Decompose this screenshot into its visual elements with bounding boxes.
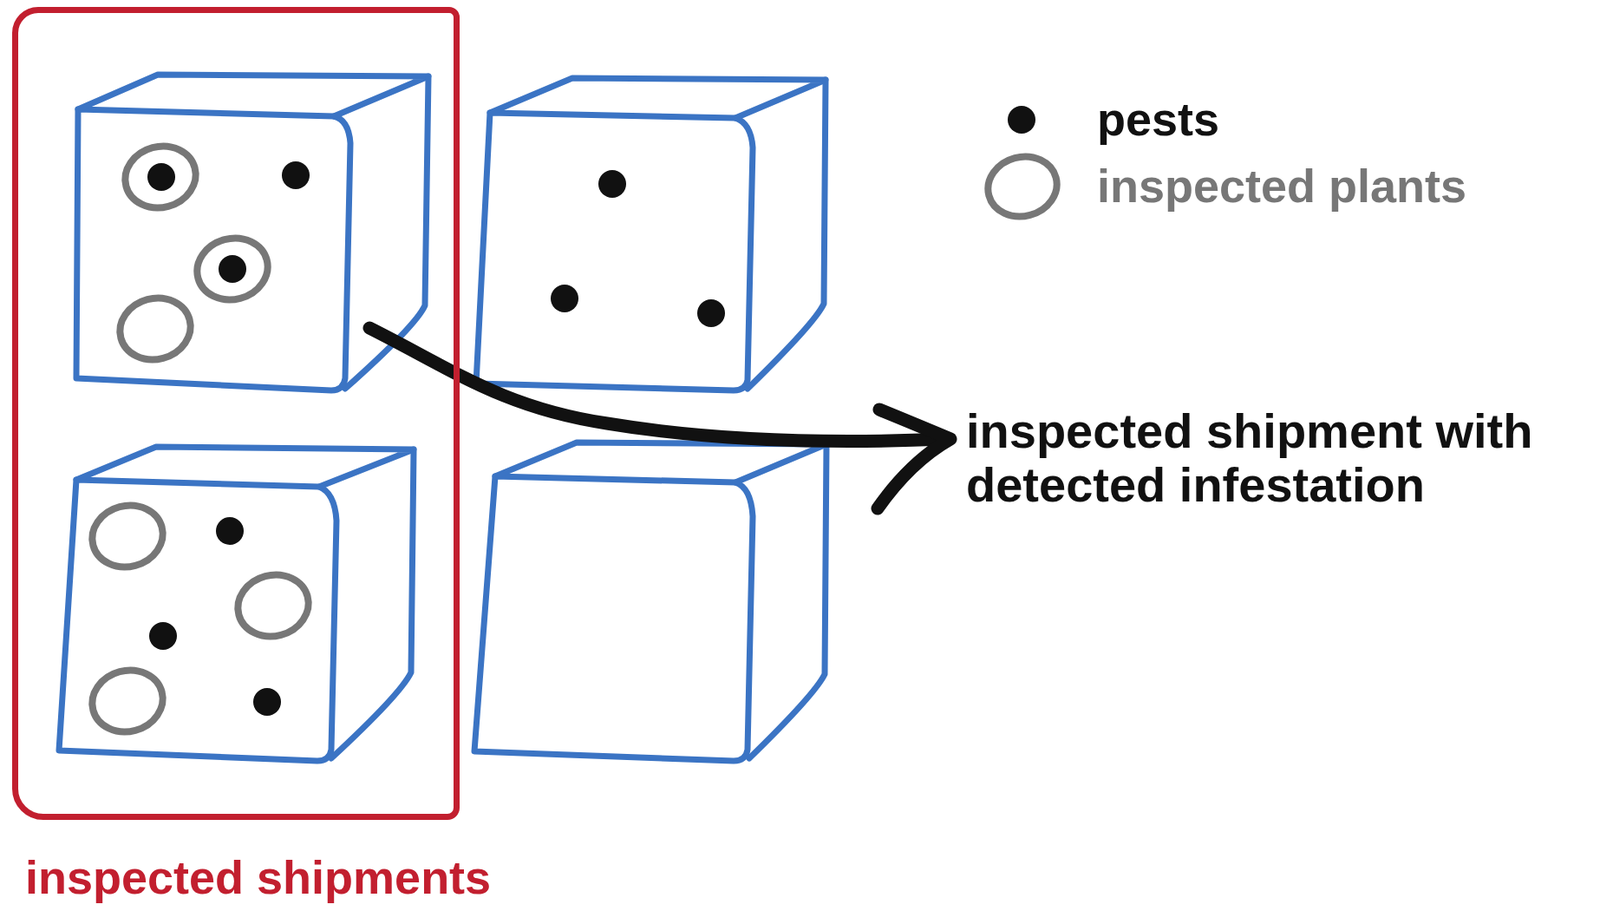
cube-top: [489, 78, 826, 118]
legend-text: inspected plants: [1097, 160, 1467, 212]
legend-sample: [982, 84, 1070, 155]
pest-dot: [281, 161, 310, 190]
cube-top: [76, 446, 414, 487]
cube-front: [76, 109, 351, 391]
pest-dot: [550, 284, 579, 313]
group-heading: inspected shipments: [25, 851, 491, 903]
plant-ring: [117, 138, 203, 216]
pest-dot: [598, 169, 627, 198]
group-box: inspected shipments: [12, 6, 460, 820]
legend-text: pests: [1097, 93, 1220, 145]
pest-dot: [253, 687, 281, 716]
plant-ring: [84, 662, 170, 740]
pest-dot: [147, 163, 176, 191]
plant-ring: [84, 497, 170, 575]
cube-front: [58, 479, 337, 761]
plant-ring: [112, 290, 197, 368]
cube-side: [331, 449, 414, 758]
arrow-head: [877, 409, 951, 509]
inspected-plants: [84, 138, 315, 740]
cube-front: [476, 112, 753, 391]
pest-dot: [218, 254, 247, 283]
shipment-cubes: [58, 74, 827, 761]
cube-side: [747, 79, 826, 389]
cube-top: [495, 442, 827, 483]
plant-ring: [982, 151, 1064, 222]
legend-item: inspected plants: [1097, 160, 1467, 212]
legend-item: pests: [1097, 93, 1220, 145]
pest-dot: [1007, 105, 1036, 134]
cube-front: [474, 476, 753, 761]
pests: [147, 161, 725, 716]
pest-dot: [215, 516, 244, 545]
plant-ring: [189, 230, 275, 308]
callout-label: inspected shipment with detected infesta…: [966, 404, 1594, 511]
cube-side: [749, 444, 827, 758]
pest-dot: [697, 299, 725, 327]
plant-ring: [230, 567, 315, 645]
pest-dot: [149, 621, 177, 650]
legend-sample: [982, 151, 1070, 222]
cube-top: [78, 74, 429, 117]
